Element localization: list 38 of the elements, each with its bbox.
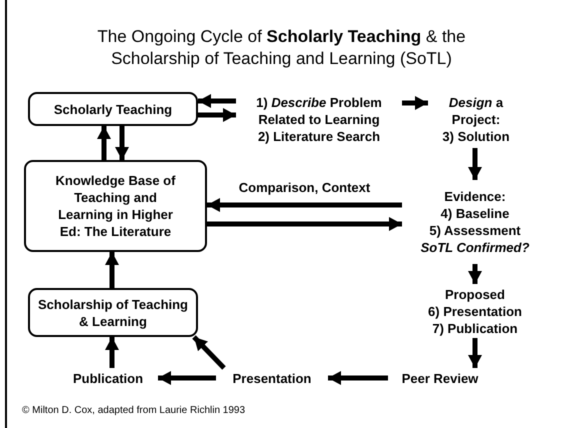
node-text: Presentation [232, 370, 312, 386]
rounded-box [28, 288, 198, 337]
arrow [468, 338, 482, 368]
arrow [328, 371, 388, 385]
node-text: 5) Assessment [429, 222, 521, 239]
node-text: 6) Presentation [428, 302, 522, 320]
node-text: 3) Solution [442, 128, 510, 144]
arrow [198, 94, 236, 108]
node-text: Publication [72, 370, 144, 386]
node-text: 1) Describe Problem Related to Learning [255, 94, 383, 128]
arrow [105, 337, 119, 368]
credit-note: © Milton D. Cox, adapted from Laurie Richlin 1993 [22, 404, 246, 417]
node-text: 2) Literature Search [258, 128, 380, 144]
arrow [158, 371, 216, 385]
arrow [207, 217, 402, 231]
arrow [115, 126, 129, 160]
node-text: 4) Baseline [440, 205, 510, 222]
node-text: Proposed [445, 286, 505, 302]
node-text: Knowledge Base of Teaching and Learning in Higher Ed: The Literature [54, 172, 176, 240]
arrow [468, 148, 482, 180]
node-text: 7) Publication [432, 320, 518, 336]
arrow [192, 335, 226, 370]
node-text: Scholarly Teaching [54, 100, 172, 118]
node-text: Design a Project: [448, 94, 504, 128]
arrow [207, 198, 402, 212]
diagram-title: The Ongoing Cycle of Scholarly Teaching & the Scholarship of Teaching and Learning (SoTL) [96, 26, 467, 70]
node-text: Evidence: [444, 188, 506, 205]
arrow [198, 108, 236, 122]
arrow [402, 96, 428, 110]
node-text: Scholarship of Teaching & Learning [38, 296, 188, 330]
rounded-box [28, 92, 198, 126]
arrow [105, 252, 119, 288]
edge-label: Comparison, Context [238, 180, 370, 196]
arrow [97, 126, 111, 160]
node-text: SoTL Confirmed? [420, 239, 530, 256]
arrow [468, 264, 482, 284]
rounded-box [24, 160, 207, 252]
node-text: Peer Review [402, 370, 478, 386]
